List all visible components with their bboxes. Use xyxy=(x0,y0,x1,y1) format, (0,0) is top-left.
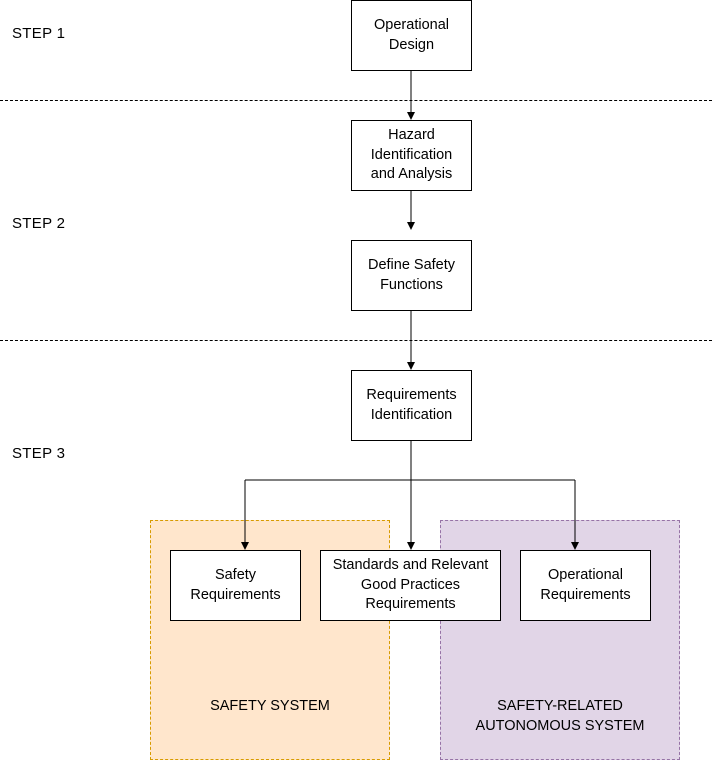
requirements-identification-box: Requirements Identification xyxy=(351,370,472,441)
step-divider-2 xyxy=(0,340,712,341)
safety-system-label: SAFETY SYSTEM xyxy=(210,698,330,714)
step-1-label: STEP 1 xyxy=(12,25,66,42)
operational-design-box: Operational Design xyxy=(351,0,472,71)
standards-requirements-box: Standards and Relevant Good Practices Re… xyxy=(320,550,501,621)
define-safety-functions-box: Define Safety Functions xyxy=(351,240,472,311)
step-3-label: STEP 3 xyxy=(12,445,66,462)
operational-requirements-box: Operational Requirements xyxy=(520,550,651,621)
step-divider-1 xyxy=(0,100,712,101)
safety-requirements-box: Safety Requirements xyxy=(170,550,301,621)
hazard-identification-box: Hazard Identification and Analysis xyxy=(351,120,472,191)
autonomous-system-label: SAFETY-RELATED AUTONOMOUS SYSTEM xyxy=(475,698,645,734)
step-2-label: STEP 2 xyxy=(12,215,66,232)
